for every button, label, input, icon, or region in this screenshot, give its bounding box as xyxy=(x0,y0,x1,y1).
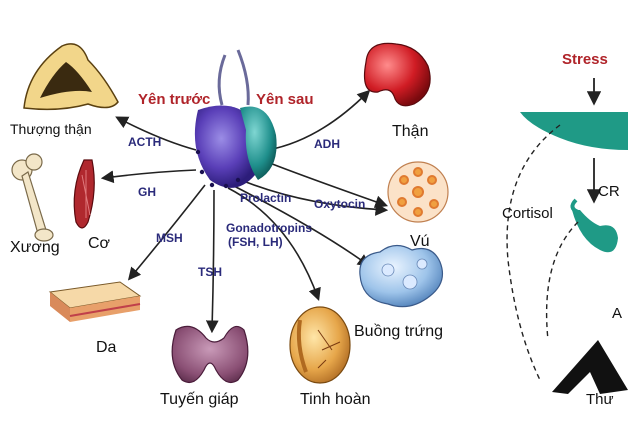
arrow-msh xyxy=(127,184,206,281)
bone-illustration xyxy=(11,153,54,242)
label-testis: Tinh hoàn xyxy=(300,391,371,408)
label-cortisol: Cortisol xyxy=(502,205,553,222)
arrow-adh xyxy=(267,89,371,151)
arrow-acth xyxy=(115,116,197,151)
label-a-partial: A xyxy=(612,305,622,322)
hormone-oxytocin: Oxytocin xyxy=(314,197,365,211)
label-kidney: Thận xyxy=(392,123,428,140)
label-skin: Da xyxy=(96,339,117,356)
pituitary-shape-right xyxy=(572,210,618,253)
skin-illustration xyxy=(48,281,142,322)
muscle-illustration xyxy=(73,159,95,229)
feedback-arrow-outer xyxy=(506,124,561,381)
arrow-tsh xyxy=(205,189,219,334)
pituitary-gland xyxy=(194,49,277,189)
arrow-gh xyxy=(100,169,197,184)
label-adrenal: Thượng thận xyxy=(10,121,92,137)
label-crh: CR xyxy=(598,183,620,200)
thyroid-illustration xyxy=(171,325,249,383)
label-ovary: Buồng trứng xyxy=(354,323,443,340)
hormone-tsh: TSH xyxy=(198,265,222,279)
arrow-gonadotropins-ovary xyxy=(231,184,371,267)
label-thyroid: Tuyến giáp xyxy=(160,391,239,408)
arrow-prolactin xyxy=(235,177,389,216)
posterior-pituitary xyxy=(240,106,277,180)
hypothalamus-shape xyxy=(520,112,628,150)
stress-axis-diagram xyxy=(506,78,628,394)
adrenal-shape-right xyxy=(552,340,628,394)
label-anterior-pituitary: Yên trước xyxy=(138,91,210,108)
hormone-fsh-lh: (FSH, LH) xyxy=(228,235,283,249)
label-posterior-pituitary: Yên sau xyxy=(256,91,314,108)
connector-arrows xyxy=(100,89,389,334)
label-muscle: Cơ xyxy=(88,235,111,252)
hormone-prolactin: Prolactin xyxy=(240,191,291,205)
anterior-pituitary xyxy=(194,105,261,188)
mammary-gland-illustration xyxy=(387,161,449,223)
hormone-msh: MSH xyxy=(156,231,183,245)
arrow-gonadotropins-testis xyxy=(227,187,321,302)
feedback-arrow-inner xyxy=(545,221,579,341)
hormone-gonadotropins: Gonadotropins xyxy=(226,221,312,235)
label-adrenal-partial: Thư xyxy=(586,391,614,408)
pituitary-stalk xyxy=(217,54,227,106)
hormone-adh: ADH xyxy=(314,137,340,151)
adrenal-gland-illustration xyxy=(23,43,119,111)
hormone-gh: GH xyxy=(138,185,156,199)
hormone-acth: ACTH xyxy=(128,135,161,149)
kidney-illustration xyxy=(363,42,431,107)
testis-illustration xyxy=(289,306,351,384)
label-breast: Vú xyxy=(410,233,430,250)
ovary-illustration xyxy=(359,244,443,308)
label-bone: Xương xyxy=(10,239,60,256)
label-stress: Stress xyxy=(562,51,608,68)
